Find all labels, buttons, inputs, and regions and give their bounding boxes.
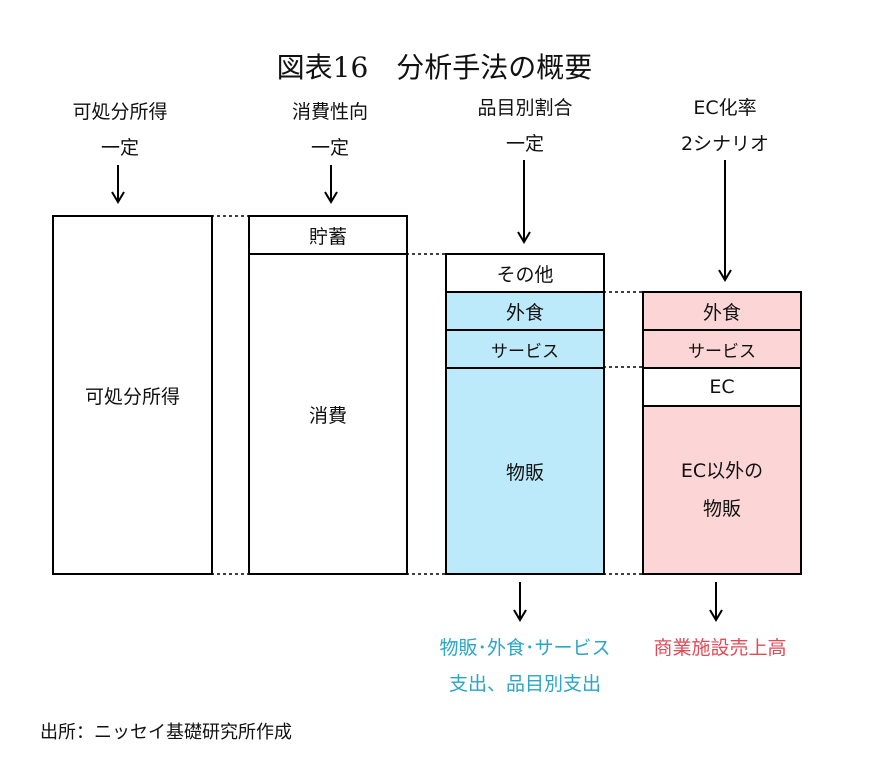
diagram-title: 図表16 分析手法の概要 bbox=[276, 51, 593, 84]
box-service-pink-label: サービス bbox=[688, 341, 756, 362]
box-consumption: 消費 bbox=[248, 253, 408, 575]
output-spending: 物販･外食･サービス 支出、品目別支出 bbox=[420, 630, 630, 702]
box-non-ec-goods: EC以外の 物販 bbox=[642, 405, 802, 575]
arrowhead-left-output bbox=[513, 609, 527, 622]
box-service-blue-label: サービス bbox=[491, 341, 559, 362]
header-ec-rate-label: EC化率 bbox=[693, 97, 757, 119]
box-consumption-label: 消費 bbox=[308, 404, 347, 427]
header-item-ratio-label: 品目別割合 bbox=[477, 97, 573, 119]
output-spending-line2: 支出、品目別支出 bbox=[448, 673, 601, 695]
box-service-pink: サービス bbox=[642, 329, 802, 369]
header-disposable-label: 可処分所得 bbox=[72, 101, 168, 123]
header-item-ratio: 品目別割合 一定 bbox=[440, 90, 610, 162]
box-non-ec-goods-label: EC以外の 物販 bbox=[680, 460, 764, 520]
output-commercial-sales-line1: 商業施設売上高 bbox=[653, 637, 787, 659]
header-ec-rate: EC化率 2シナリオ bbox=[640, 90, 810, 162]
box-goods-blue-label: 物販 bbox=[505, 461, 544, 484]
box-savings: 貯蓄 bbox=[248, 215, 408, 255]
box-dining-blue-label: 外食 bbox=[505, 301, 544, 324]
header-disposable-income: 可処分所得 一定 bbox=[40, 94, 200, 166]
arrowhead-income bbox=[111, 191, 125, 204]
box-ec: EC bbox=[642, 367, 802, 407]
box-dining-pink-label: 外食 bbox=[702, 301, 741, 324]
header-propensity-constraint: 一定 bbox=[310, 137, 349, 159]
arrowhead-propensity bbox=[324, 191, 338, 204]
header-propensity-label: 消費性向 bbox=[291, 101, 368, 123]
box-dining-blue: 外食 bbox=[445, 291, 605, 331]
box-ec-label: EC bbox=[709, 376, 735, 398]
box-dining-pink: 外食 bbox=[642, 291, 802, 331]
box-savings-label: 貯蓄 bbox=[308, 225, 347, 248]
box-disposable-income-label: 可処分所得 bbox=[84, 385, 180, 408]
source-note: 出所：ニッセイ基礎研究所作成 bbox=[40, 722, 292, 743]
box-other-label: その他 bbox=[496, 263, 554, 286]
arrowhead-ec-rate bbox=[718, 269, 732, 282]
arrowhead-item-ratio bbox=[517, 231, 531, 244]
box-other: その他 bbox=[445, 253, 605, 293]
header-propensity: 消費性向 一定 bbox=[250, 94, 410, 166]
output-commercial-sales: 商業施設売上高 bbox=[630, 630, 810, 666]
header-item-ratio-constraint: 一定 bbox=[505, 133, 544, 155]
output-spending-line1: 物販･外食･サービス bbox=[439, 637, 611, 659]
arrowhead-right-output bbox=[709, 609, 723, 622]
header-disposable-constraint: 一定 bbox=[100, 137, 139, 159]
box-disposable-income: 可処分所得 bbox=[52, 215, 213, 575]
header-ec-rate-scenarios: 2シナリオ bbox=[680, 133, 770, 155]
box-service-blue: サービス bbox=[445, 329, 605, 369]
box-goods-blue: 物販 bbox=[445, 367, 605, 575]
